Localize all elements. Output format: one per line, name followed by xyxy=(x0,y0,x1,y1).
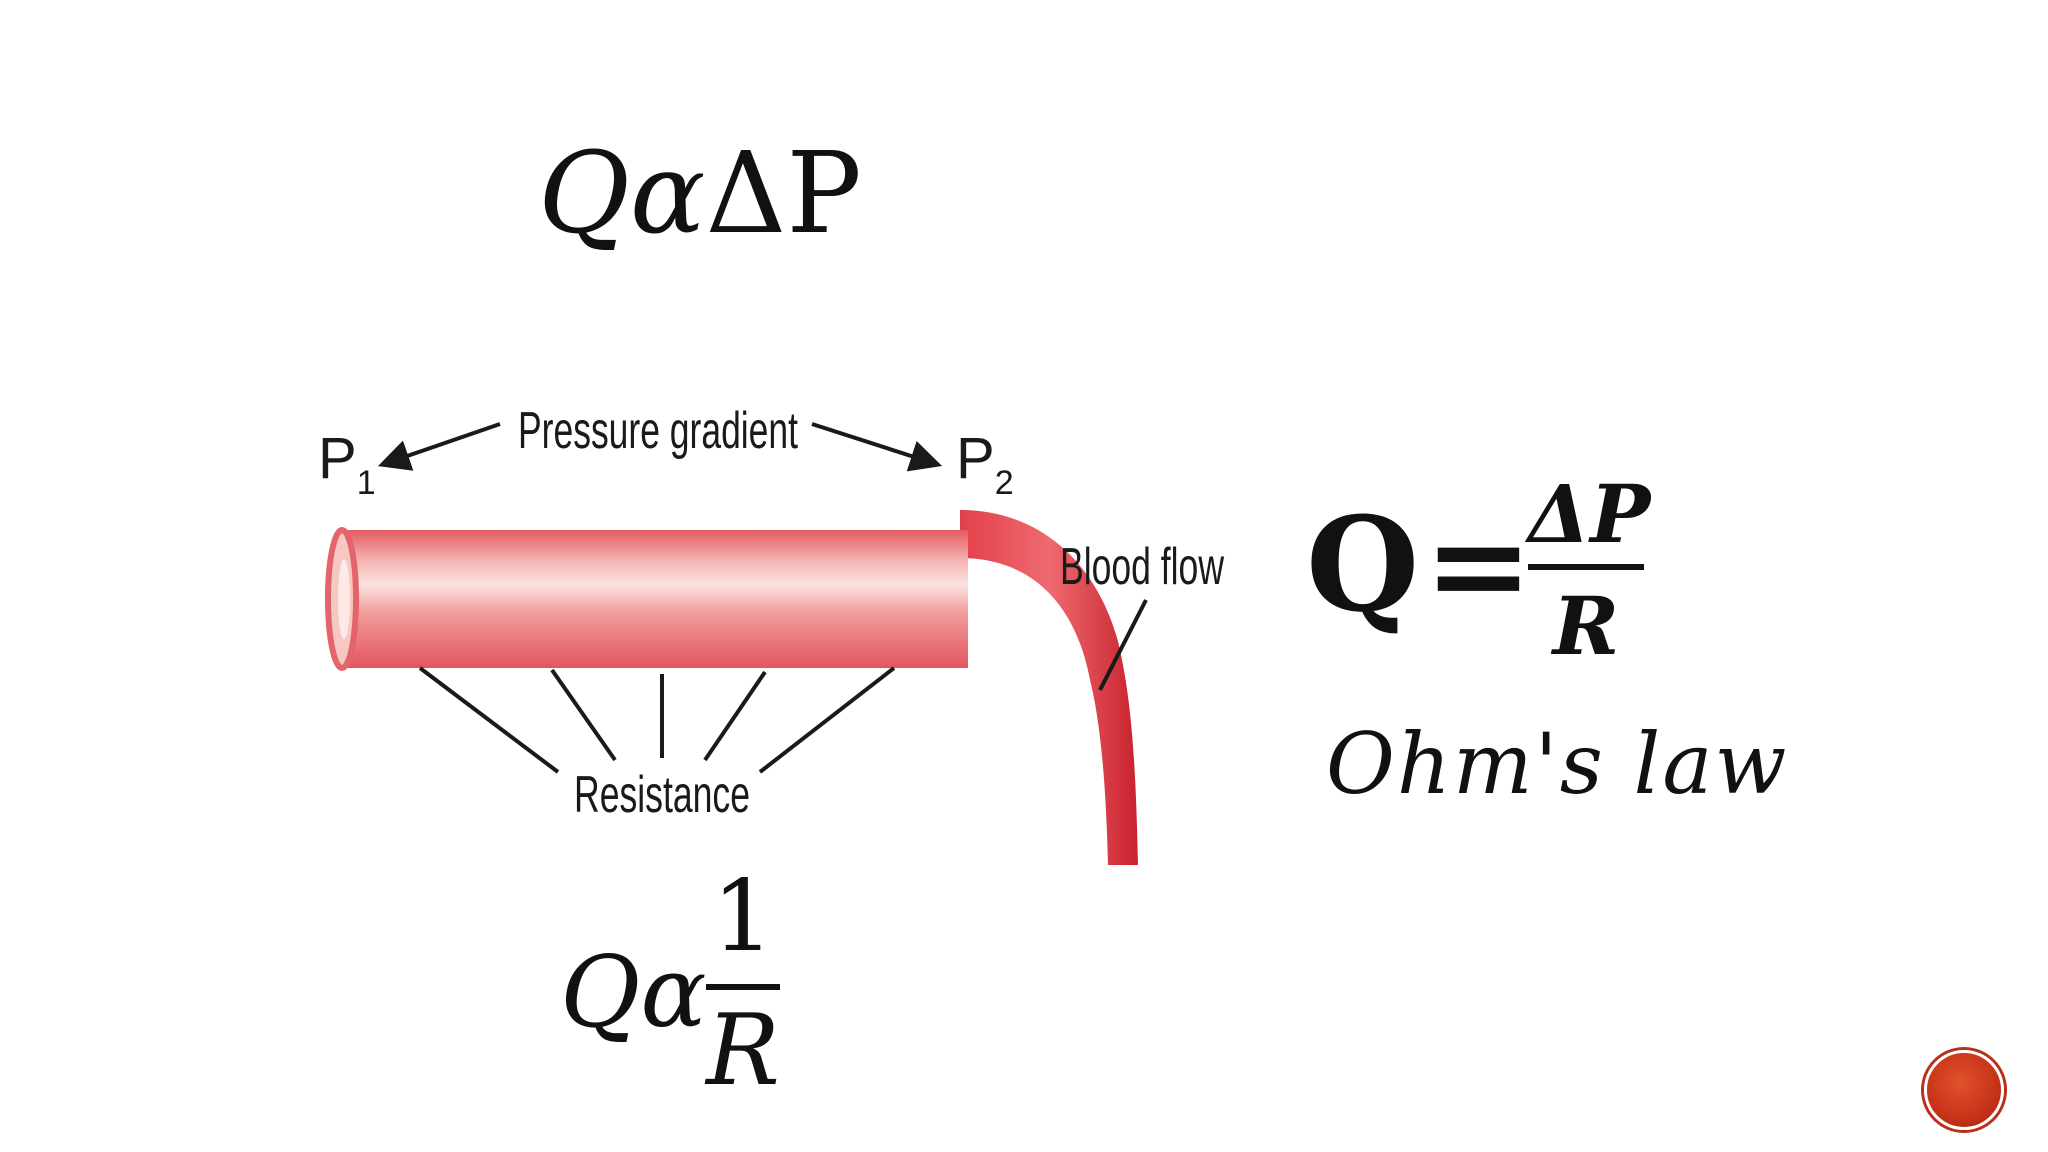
p2-subscript: 2 xyxy=(995,464,1014,502)
p1-label: P1 xyxy=(318,426,376,502)
pressure-gradient-label: Pressure gradient xyxy=(518,402,798,460)
p2-label: P2 xyxy=(956,426,1014,502)
frac-bottom-denominator: R xyxy=(706,994,780,1108)
blood-vessel-diagram: Pressure gradient P1 P2 Blood flow Resis… xyxy=(318,402,1224,865)
blood-flow-label: Blood flow xyxy=(1060,538,1224,596)
vessel-opening-inner xyxy=(338,559,350,639)
proportional-pressure-equation: QαΔP xyxy=(538,138,862,250)
eq-bottom-alpha: α xyxy=(640,936,707,1050)
eq-top-alpha: α xyxy=(629,129,706,259)
pressure-arrow-left xyxy=(377,422,501,471)
ohms-law-fraction: ΔP R xyxy=(1528,467,1651,673)
proportional-resistance-equation: Qα xyxy=(560,944,707,1042)
p1-subscript: 1 xyxy=(357,464,376,502)
resistance-line-4 xyxy=(703,670,767,762)
p1-letter: P xyxy=(318,426,357,491)
frac-right-bar xyxy=(1528,564,1644,570)
eq-top-delta-p: ΔP xyxy=(705,129,862,259)
inverse-resistance-fraction: 1 R xyxy=(706,868,780,1100)
p2-letter: P xyxy=(956,426,995,491)
ohms-law-label: Ohm's law xyxy=(1326,715,1789,813)
blood-flow-pointer xyxy=(1098,599,1148,691)
ohms-law-equals: = xyxy=(1424,488,1533,641)
resistance-line-5 xyxy=(758,666,896,774)
eq-bottom-q: Q xyxy=(560,936,641,1050)
slide-nav-button[interactable] xyxy=(1924,1050,2004,1130)
resistance-label: Resistance xyxy=(574,766,750,824)
resistance-line-1 xyxy=(418,666,560,774)
ohms-law-q: Q xyxy=(1306,488,1420,641)
frac-right-denominator: R xyxy=(1552,579,1620,673)
frac-right-numerator: ΔP xyxy=(1528,467,1651,561)
frac-bottom-bar xyxy=(706,984,780,990)
eq-top-q: Q xyxy=(538,129,630,259)
pressure-arrow-right xyxy=(811,422,943,472)
vessel-tube xyxy=(340,530,968,668)
resistance-line-2 xyxy=(550,668,617,762)
vessel-bend xyxy=(960,510,1138,865)
frac-bottom-numerator: 1 xyxy=(711,860,775,974)
